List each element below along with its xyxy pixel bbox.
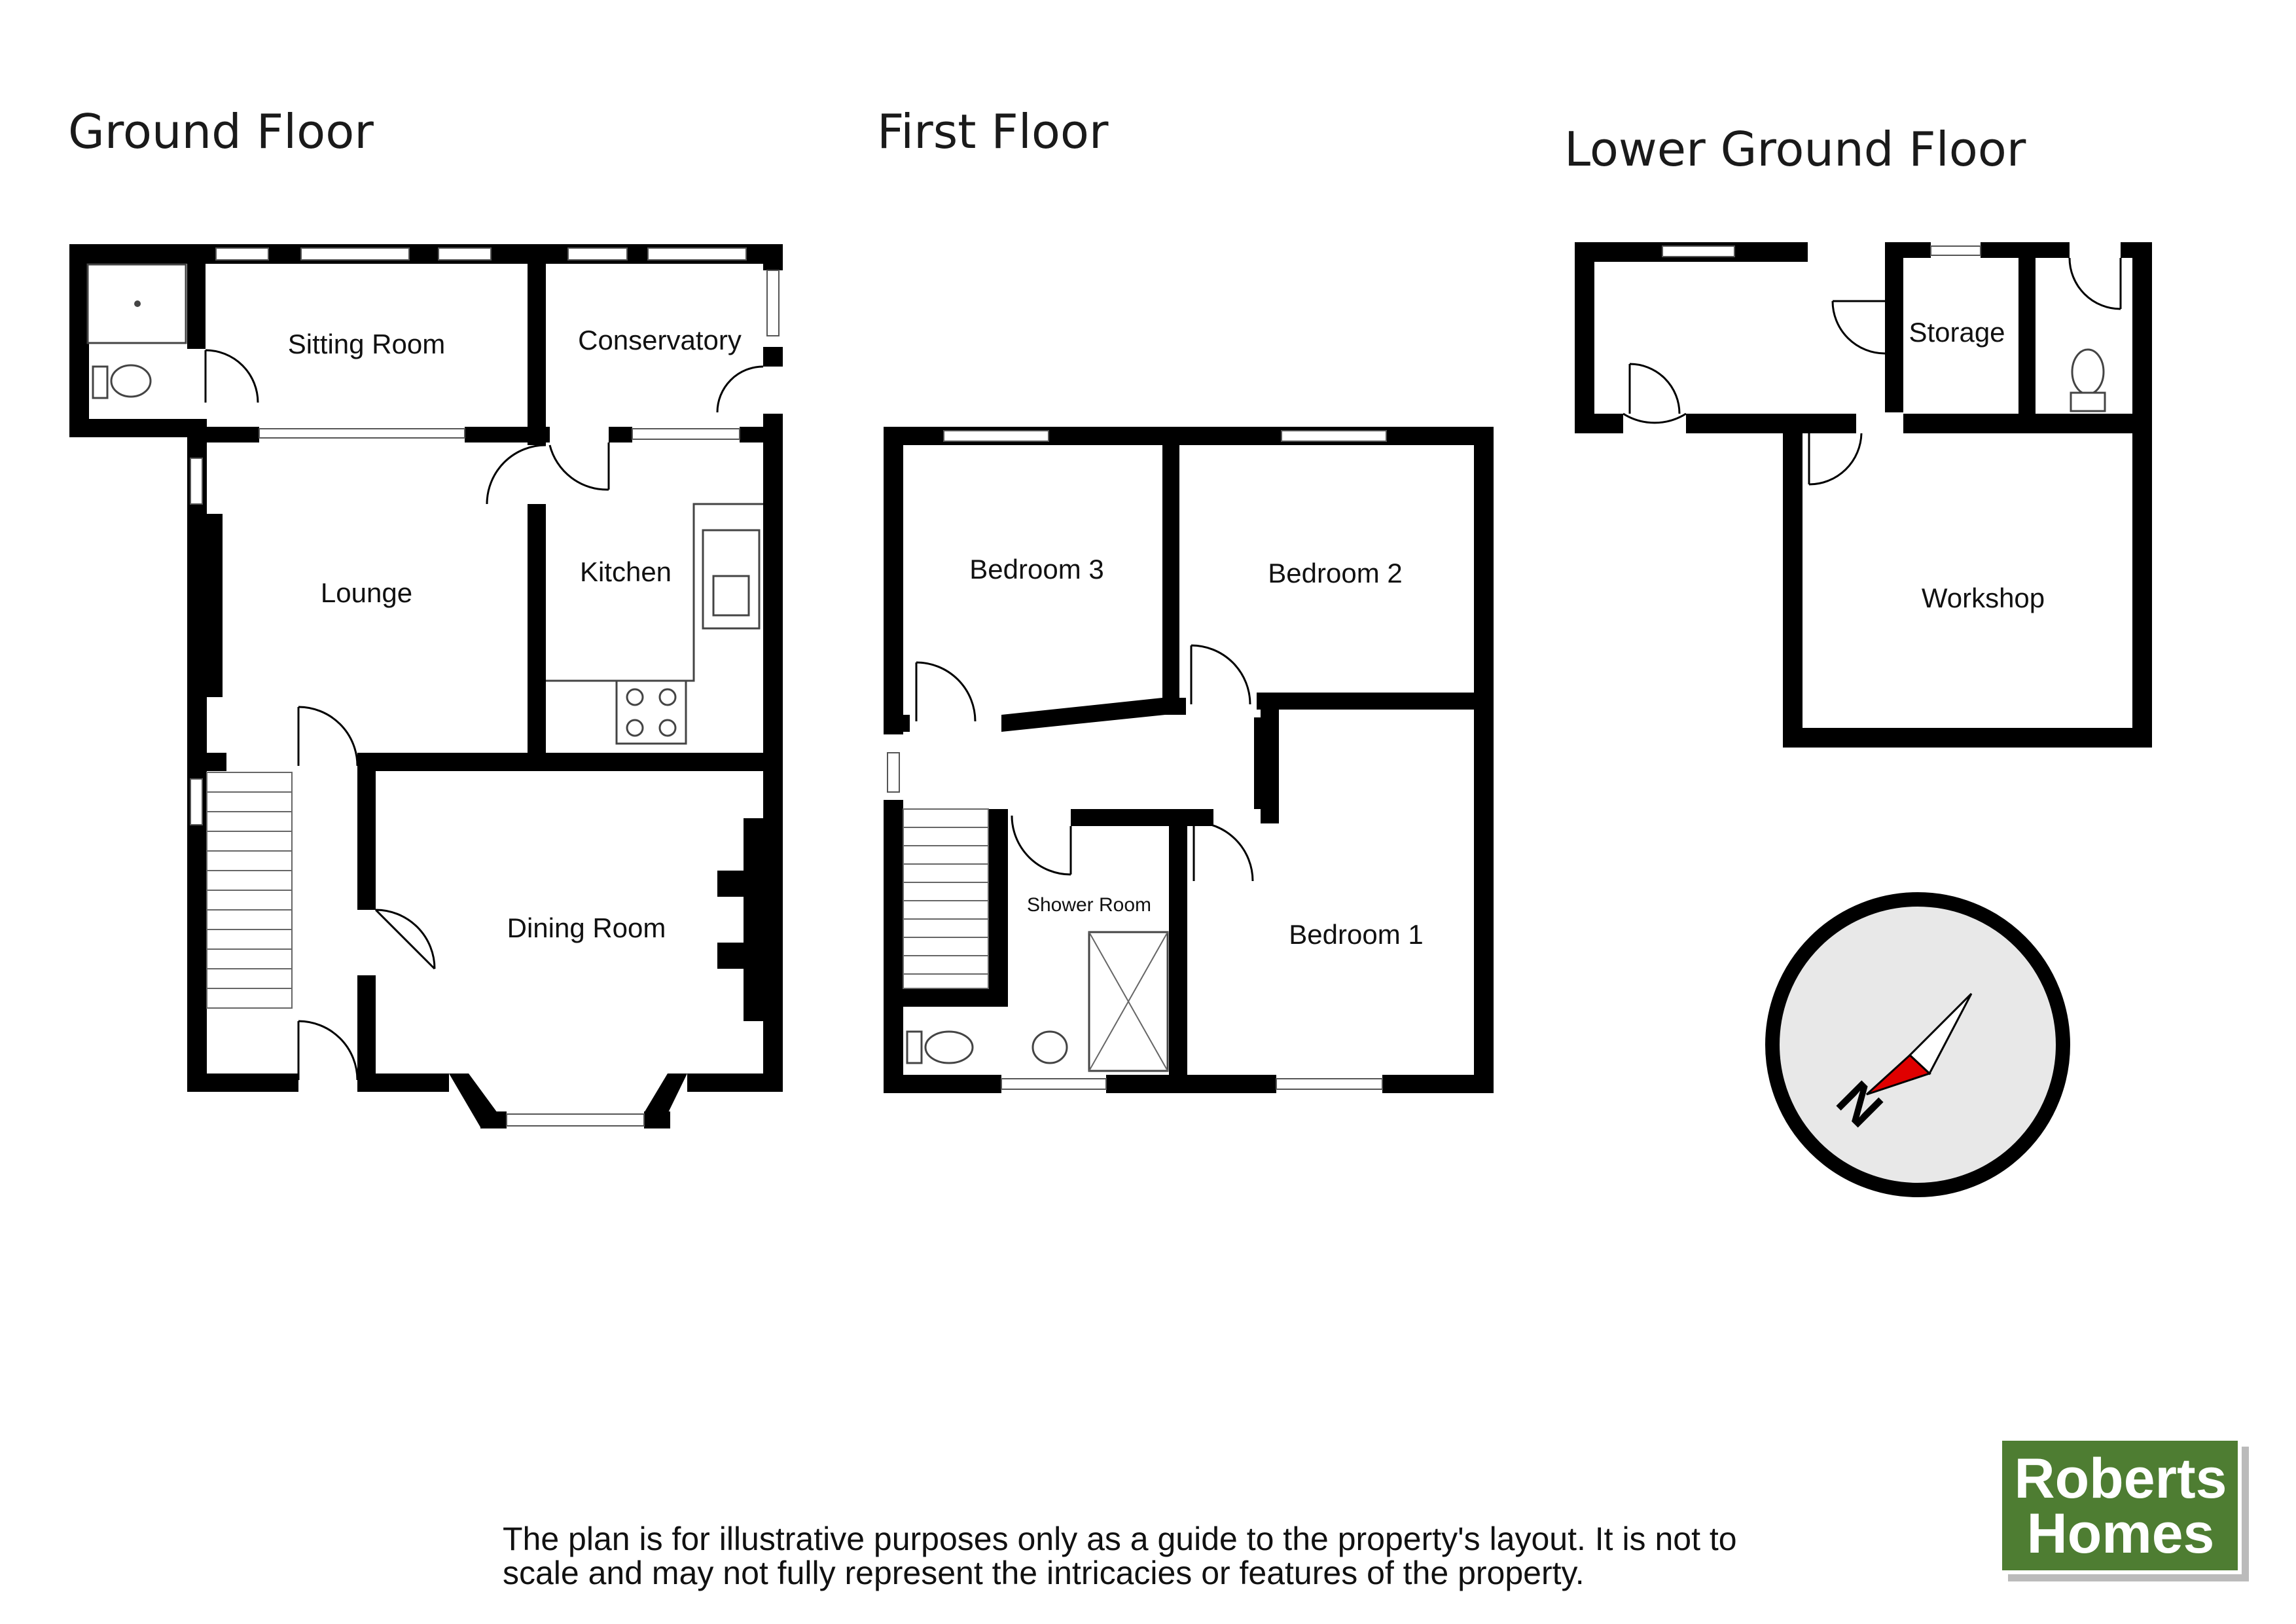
room-label-bedroom-1: Bedroom 1 bbox=[1289, 919, 1423, 950]
room-label-storage: Storage bbox=[1909, 317, 2005, 348]
room-label-dining-room: Dining Room bbox=[507, 912, 666, 943]
room-label-kitchen: Kitchen bbox=[580, 556, 672, 587]
room-label-shower-room: Shower Room bbox=[1027, 894, 1151, 916]
room-label-workshop: Workshop bbox=[1922, 583, 2045, 613]
lower-ground-floor-title: Lower Ground Floor bbox=[1564, 122, 2026, 177]
first-floor-title: First Floor bbox=[877, 104, 1109, 159]
logo-line-2: Homes bbox=[2027, 1502, 2215, 1565]
lower-ground-floor-plan: Storage Workshop bbox=[1575, 242, 2152, 748]
ground-floor-title: Ground Floor bbox=[68, 104, 374, 159]
roberts-homes-logo: Roberts Homes bbox=[1998, 1437, 2249, 1581]
room-label-sitting-room: Sitting Room bbox=[288, 329, 445, 359]
room-label-lounge: Lounge bbox=[321, 577, 412, 608]
room-label-bedroom-2: Bedroom 2 bbox=[1268, 558, 1402, 588]
room-label-bedroom-3: Bedroom 3 bbox=[969, 554, 1103, 585]
disclaimer-line-2: scale and may not fully represent the in… bbox=[503, 1555, 1585, 1591]
room-label-conservatory: Conservatory bbox=[578, 325, 742, 355]
first-floor-plan: Bedroom 3 Bedroom 2 Bedroom 1 Shower Roo… bbox=[884, 427, 1494, 1093]
ground-floor-plan: Sitting Room Conservatory Lounge Kitchen… bbox=[69, 244, 783, 1128]
compass-icon: N bbox=[1765, 892, 2070, 1197]
logo-line-1: Roberts bbox=[2015, 1447, 2227, 1510]
disclaimer-line-1: The plan is for illustrative purposes on… bbox=[503, 1521, 1737, 1557]
